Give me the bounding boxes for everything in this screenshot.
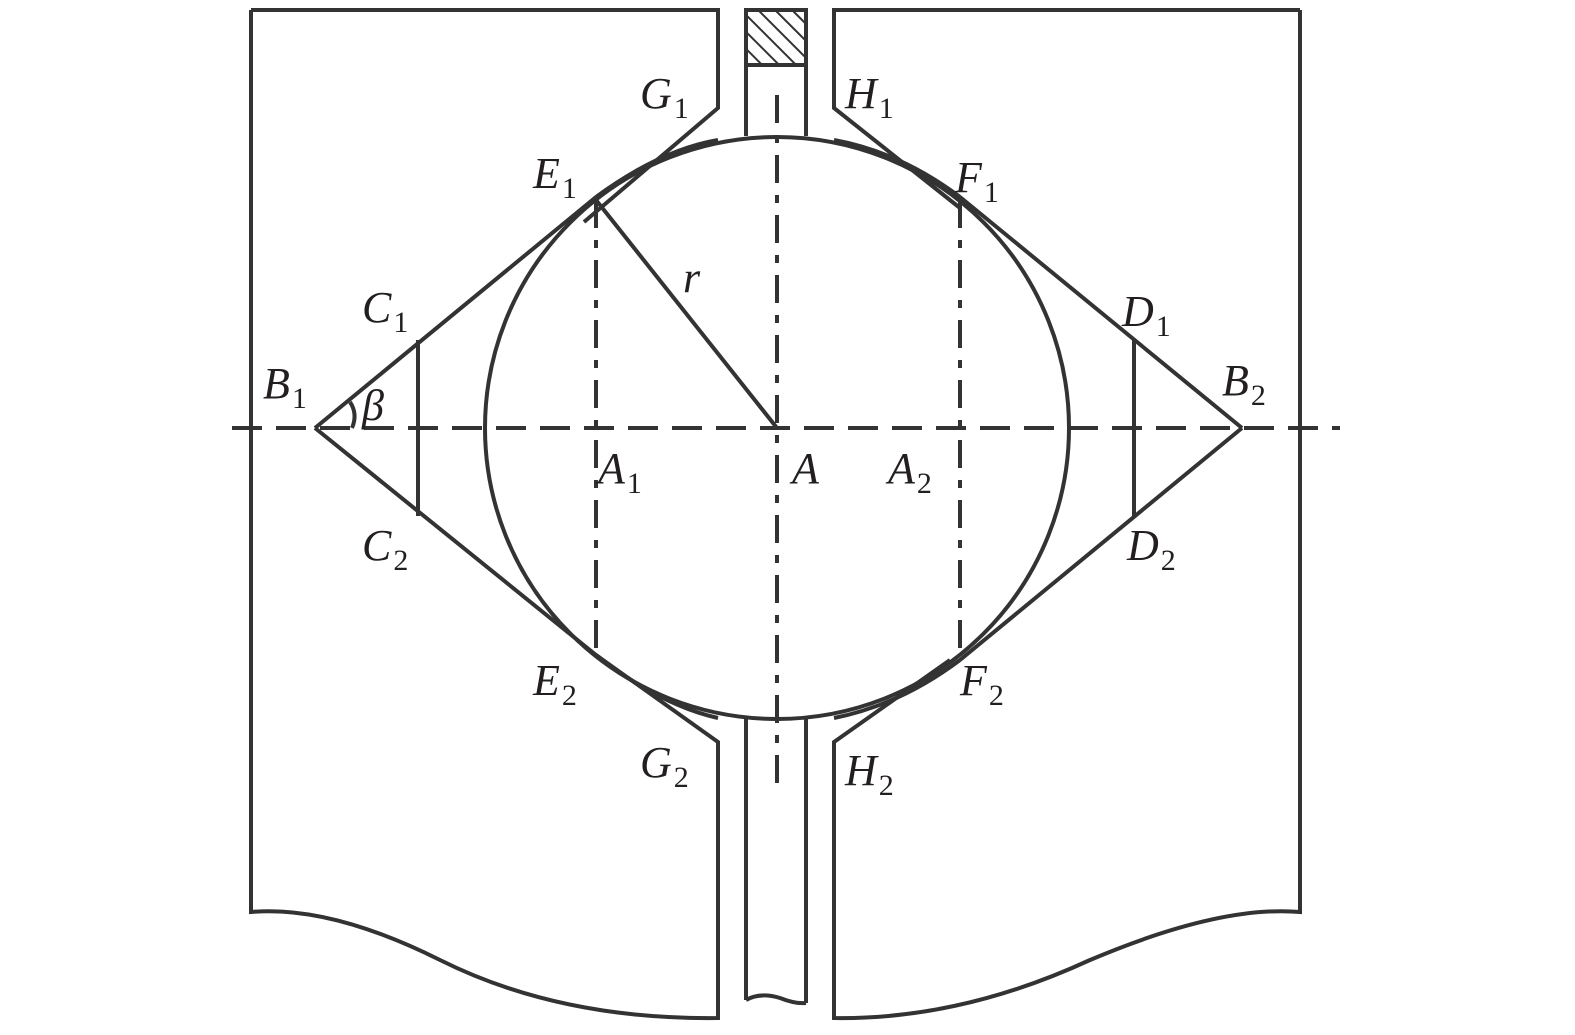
label-f1: F1 bbox=[954, 153, 999, 209]
label-c2: C2 bbox=[362, 521, 408, 577]
label-g1: G1 bbox=[640, 69, 689, 125]
label-e2: E2 bbox=[532, 656, 577, 712]
label-f2: F2 bbox=[959, 656, 1004, 712]
label-b1: B1 bbox=[263, 359, 307, 415]
rod-bottom bbox=[744, 718, 808, 1006]
label-r: r bbox=[683, 253, 701, 302]
label-b2: B2 bbox=[1222, 356, 1266, 412]
rod-top bbox=[744, 63, 808, 136]
label-d2: D2 bbox=[1126, 521, 1176, 577]
label-h2: H2 bbox=[844, 746, 894, 802]
label-h1: H1 bbox=[844, 69, 894, 125]
label-c1: C1 bbox=[362, 283, 408, 339]
rod-top-hatched bbox=[744, 8, 808, 67]
label-beta: β bbox=[361, 381, 384, 430]
label-a2: A2 bbox=[885, 444, 932, 500]
label-a1: A1 bbox=[595, 444, 642, 500]
label-g2: G2 bbox=[640, 738, 689, 794]
left-die bbox=[249, 8, 720, 1021]
rhombus-profile bbox=[313, 138, 1244, 720]
beta-arc bbox=[348, 400, 357, 429]
label-d1: D1 bbox=[1121, 287, 1171, 343]
label-a: A bbox=[789, 444, 820, 493]
label-e1: E1 bbox=[532, 149, 577, 205]
radius-line bbox=[594, 198, 779, 430]
